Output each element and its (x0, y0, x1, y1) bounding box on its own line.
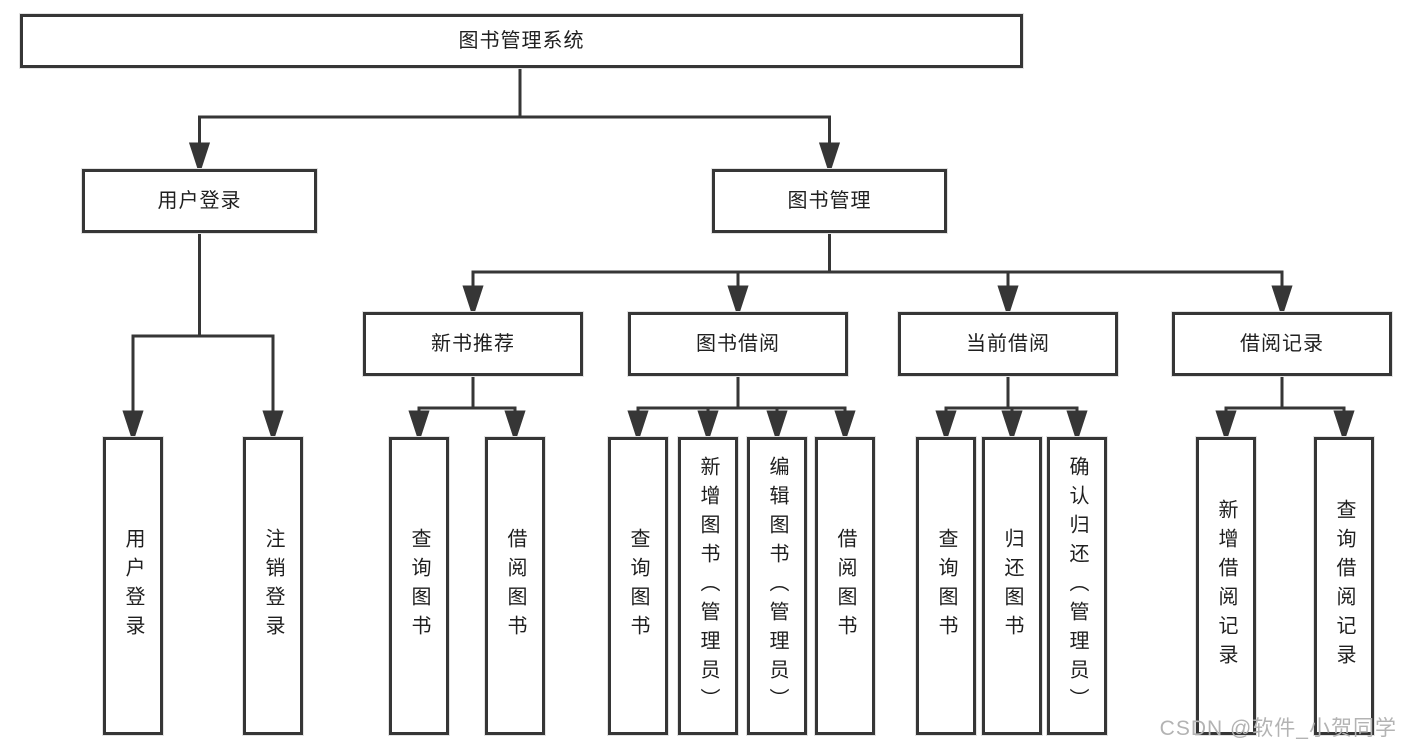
node-library-management-system: 图书管理系统 (20, 14, 1023, 68)
node-label: 用户登录 (157, 190, 242, 212)
leaf-query-books: 查询图书 (916, 437, 976, 735)
leaf-add-borrow-record: 新增借阅记录 (1196, 437, 1256, 735)
node-label: 查询借阅记录 (1333, 499, 1355, 673)
node-label: 借阅图书 (834, 528, 856, 644)
node-book-borrow: 图书借阅 (628, 312, 848, 376)
node-new-book-recommend: 新书推荐 (363, 312, 583, 376)
node-label: 查询图书 (627, 528, 649, 644)
node-label: 图书借阅 (696, 333, 780, 355)
leaf-query-borrow-record: 查询借阅记录 (1314, 437, 1374, 735)
node-user-login: 用户登录 (82, 169, 317, 233)
node-label: 当前借阅 (966, 333, 1050, 355)
node-book-management: 图书管理 (712, 169, 947, 233)
node-label: 归还图书 (1001, 528, 1023, 644)
node-label: 用户登录 (122, 528, 144, 644)
leaf-query-books: 查询图书 (608, 437, 668, 735)
node-label: 新增图书（管理员） (697, 455, 719, 717)
node-label: 借阅记录 (1240, 333, 1324, 355)
node-label: 注销登录 (262, 528, 284, 644)
leaf-borrow-books: 借阅图书 (815, 437, 875, 735)
csdn-watermark: CSDN @软件_小贺同学 (1159, 717, 1397, 740)
node-label: 新增借阅记录 (1215, 499, 1237, 673)
leaf-confirm-return-admin: 确认归还（管理员） (1047, 437, 1107, 735)
node-label: 图书管理系统 (458, 30, 585, 52)
node-label: 确认归还（管理员） (1066, 455, 1088, 717)
node-label: 新书推荐 (431, 333, 515, 355)
leaf-edit-books-admin: 编辑图书（管理员） (747, 437, 807, 735)
leaf-query-books: 查询图书 (389, 437, 449, 735)
node-label: 查询图书 (935, 528, 957, 644)
node-borrow-records: 借阅记录 (1172, 312, 1392, 376)
leaf-return-books: 归还图书 (982, 437, 1042, 735)
node-label: 借阅图书 (504, 528, 526, 644)
leaf-add-books-admin: 新增图书（管理员） (678, 437, 738, 735)
node-current-borrow: 当前借阅 (898, 312, 1118, 376)
node-label: 查询图书 (408, 528, 430, 644)
leaf-logout: 注销登录 (243, 437, 303, 735)
leaf-borrow-books: 借阅图书 (485, 437, 545, 735)
node-label: 编辑图书（管理员） (766, 455, 788, 717)
leaf-user-login: 用户登录 (103, 437, 163, 735)
node-label: 图书管理 (787, 190, 872, 212)
